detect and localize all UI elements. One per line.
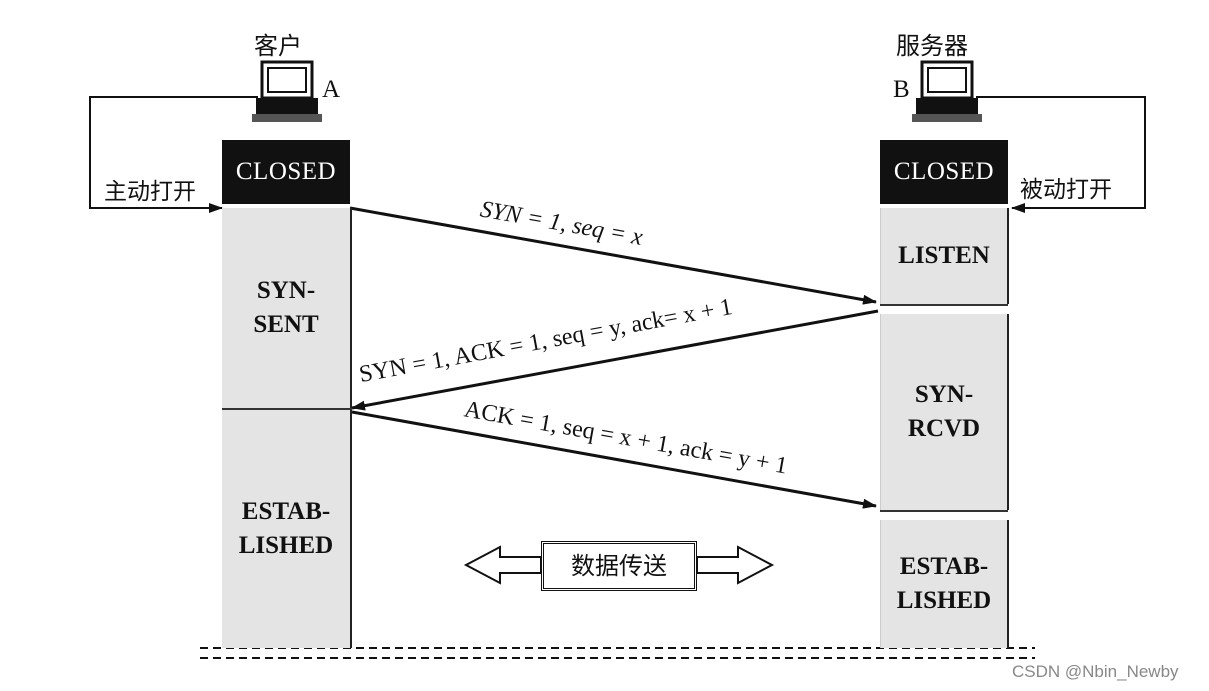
server-established-state: ESTAB- LISHED xyxy=(880,520,1009,648)
server-state-divider-2 xyxy=(880,510,1008,512)
client-open-loop xyxy=(89,96,258,213)
client-letter: A xyxy=(322,76,341,103)
syn-arrow xyxy=(349,206,877,305)
client-established-state: ESTAB- LISHED xyxy=(222,410,352,648)
server-listen-state: LISTEN xyxy=(880,208,1009,304)
server-open-loop xyxy=(976,96,1146,213)
data-left-arrow-icon xyxy=(463,545,542,585)
client-title: 客户 xyxy=(254,32,302,60)
client-closed-state: CLOSED xyxy=(222,140,350,204)
server-state-divider-1 xyxy=(880,304,1008,306)
server-closed-state: CLOSED xyxy=(880,140,1008,204)
client-syn-sent-state: SYN- SENT xyxy=(222,208,352,408)
data-right-arrow-icon xyxy=(696,545,775,585)
server-title: 服务器 xyxy=(896,32,968,60)
ack-arrow xyxy=(351,410,877,509)
client-computer-icon xyxy=(252,60,322,122)
watermark: CSDN @Nbin_Newby xyxy=(1012,662,1179,681)
server-syn-rcvd-state: SYN- RCVD xyxy=(880,314,1009,510)
server-computer-icon xyxy=(912,60,982,122)
client-active-open-label: 主动打开 xyxy=(104,179,196,205)
data-transfer-box: 数据传送 xyxy=(541,541,697,591)
syn-ack-arrow xyxy=(351,309,879,411)
server-passive-open-label: 被动打开 xyxy=(1020,177,1112,203)
server-letter: B xyxy=(893,76,910,103)
client-state-divider xyxy=(222,408,352,410)
